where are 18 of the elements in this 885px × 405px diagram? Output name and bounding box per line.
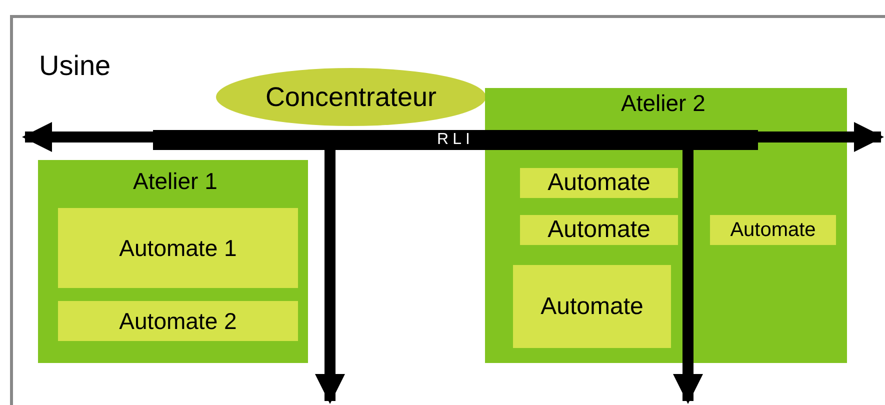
automaton-box: Automate <box>710 215 836 245</box>
workshop-panel <box>38 160 308 363</box>
arrow <box>758 122 884 152</box>
arrow <box>315 150 345 404</box>
automaton-box: Automate <box>520 168 678 198</box>
panel-title: Usine <box>39 50 111 82</box>
workshop-panel <box>485 88 847 363</box>
arrow <box>673 150 703 404</box>
automaton-box: Automate 1 <box>58 208 298 288</box>
automaton-box: Automate <box>513 265 671 348</box>
arrow <box>22 122 153 152</box>
factory-frame <box>10 15 885 405</box>
panel-title: Atelier 2 <box>621 90 706 117</box>
panel-title: Atelier 1 <box>133 168 218 195</box>
automaton-box: Automate 2 <box>58 301 298 341</box>
hub-ellipse: Concentrateur <box>216 68 486 126</box>
automaton-box: Automate <box>520 215 678 245</box>
network-bus: RLI <box>153 130 758 150</box>
